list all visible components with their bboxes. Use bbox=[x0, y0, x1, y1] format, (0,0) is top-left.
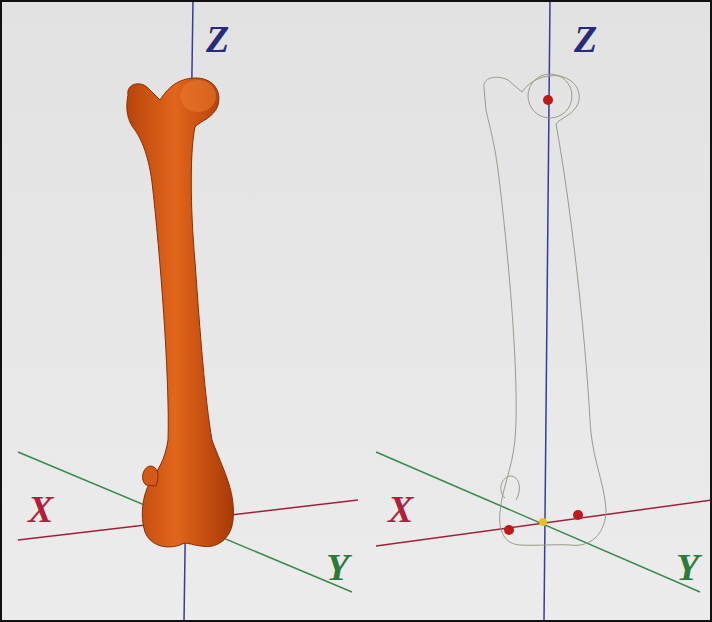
axis-label: Z bbox=[206, 20, 229, 58]
epicondyle-outline bbox=[501, 476, 520, 500]
femoral-head-highlight bbox=[180, 80, 216, 112]
landmark-dot bbox=[543, 95, 553, 105]
femur-solid bbox=[127, 78, 234, 547]
axis-label: X bbox=[28, 490, 53, 528]
y-axis bbox=[376, 452, 700, 592]
axis-label: Z bbox=[574, 20, 597, 58]
axis-label: Y bbox=[676, 548, 699, 586]
femur-outline bbox=[484, 76, 606, 546]
x-axis bbox=[376, 500, 712, 546]
origin-dot bbox=[539, 518, 547, 526]
epicondyle bbox=[143, 466, 158, 486]
landmark-dot bbox=[504, 525, 514, 535]
femoral-head-outline bbox=[528, 74, 572, 118]
axis-label: X bbox=[388, 490, 413, 528]
z-axis bbox=[544, 0, 550, 622]
landmark-dot bbox=[573, 510, 583, 520]
axis-label: Y bbox=[326, 548, 349, 586]
